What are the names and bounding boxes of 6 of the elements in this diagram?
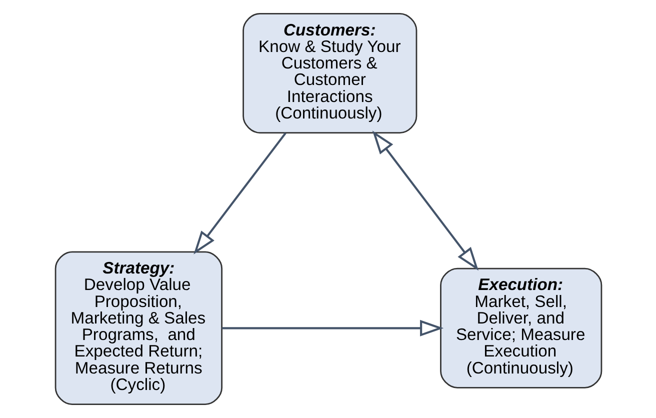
arrow [372,130,478,271]
node-box: Strategy: Develop Value Proposition, Marketing & Sales Programs, and Expected Return; Measure Returns (Cyclic) [54,251,222,406]
node-box: Customers: Know & Study Your Customers & Customer Interactions (Continuously) [242,12,417,134]
node-box: Execution: Market, Sell, Deliver, and Service; Measure Execution (Continuously) [440,268,602,388]
arrow [221,320,444,336]
arrow [193,132,286,254]
